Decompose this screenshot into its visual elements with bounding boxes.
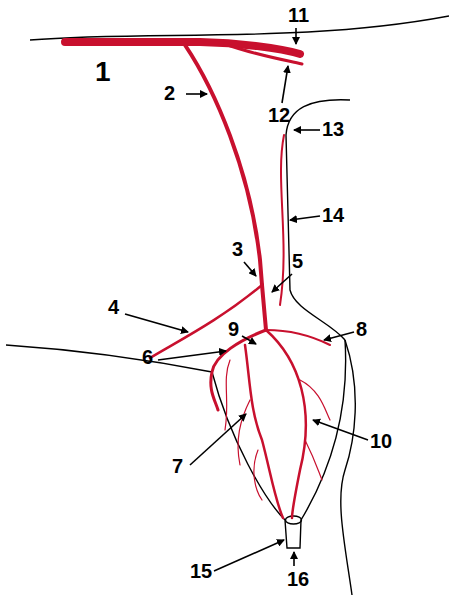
artery-branch [225, 44, 302, 64]
artery-twig [225, 360, 230, 430]
callout-number: 14 [322, 204, 344, 227]
arteries [65, 42, 330, 518]
artery-branch [262, 285, 266, 330]
leader-line [324, 332, 354, 340]
artery-branch [280, 135, 284, 305]
belly-line [6, 345, 212, 372]
back-line [30, 16, 449, 40]
leader-line [293, 552, 295, 566]
leader-line [290, 216, 320, 220]
leader-line [282, 66, 288, 103]
artery-branch [266, 330, 306, 518]
callout-number: 8 [356, 318, 367, 341]
callout-number: 9 [228, 318, 239, 341]
leader-line [214, 540, 284, 571]
leader-line [272, 274, 292, 292]
leader-lines [125, 28, 368, 571]
leader-line [295, 28, 297, 44]
body-outline [6, 16, 449, 595]
artery-twig [300, 380, 330, 420]
artery-branch [211, 330, 266, 410]
leader-line [242, 336, 256, 344]
callout-number: 13 [322, 118, 344, 141]
callout-number: 15 [190, 560, 212, 583]
callout-number: 3 [232, 238, 243, 261]
artery-branch [266, 330, 330, 345]
flank-contour [286, 100, 350, 340]
leg-contour [341, 340, 356, 595]
teat-base [286, 516, 302, 524]
callout-number: 16 [287, 568, 309, 591]
main-artery [65, 42, 300, 54]
callout-number: 1 [95, 56, 111, 87]
leader-line [186, 93, 207, 95]
artery-branch [185, 45, 262, 285]
leader-line [190, 414, 246, 465]
callout-number: 6 [142, 346, 153, 369]
callout-number: 5 [292, 250, 303, 273]
leader-line [125, 314, 188, 332]
artery-twig [254, 450, 262, 500]
callout-number: 10 [370, 430, 392, 453]
callout-number: 12 [268, 104, 290, 127]
leader-line [244, 262, 256, 276]
artery-twig [305, 440, 322, 480]
callout-number: 7 [172, 455, 183, 478]
artery-branch [245, 345, 283, 518]
callout-number: 11 [288, 4, 309, 27]
leader-line [294, 129, 320, 131]
callout-number: 4 [108, 296, 119, 319]
leader-line [158, 351, 226, 360]
callout-number: 2 [164, 82, 175, 105]
leader-line [313, 420, 368, 440]
udder-outline [212, 340, 346, 548]
artery-twig [238, 400, 250, 465]
